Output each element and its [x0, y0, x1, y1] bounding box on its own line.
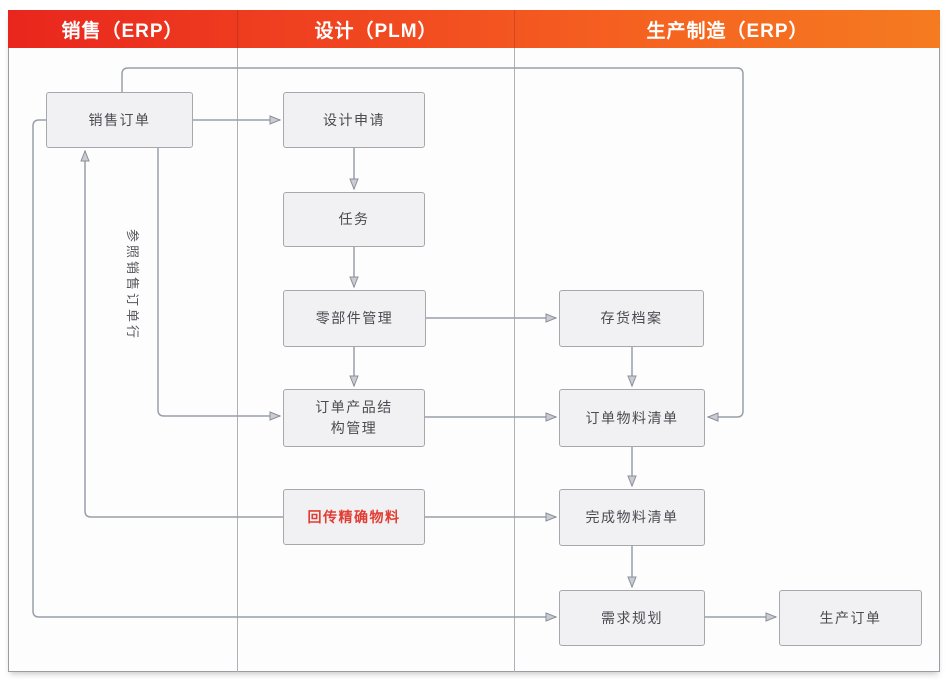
- node-sales-order: 销售订单: [46, 92, 193, 148]
- header-bar: 销售（ERP） 设计（PLM） 生产制造（ERP）: [8, 10, 940, 48]
- node-order-product-structure: 订单产品结 构管理: [283, 389, 425, 447]
- column-divider-design-production: [514, 48, 515, 672]
- node-parts-management: 零部件管理: [283, 290, 426, 347]
- header-column-design-plm: 设计（PLM）: [237, 10, 514, 48]
- header-column-sales-erp: 销售（ERP）: [61, 20, 184, 42]
- node-demand-planning: 需求规划: [559, 590, 705, 646]
- edge-label-reference-sales-order-line: 参照销售订单行: [125, 228, 140, 341]
- node-feedback-accurate-material: 回传精确物料: [283, 489, 425, 545]
- column-divider-sales-design: [237, 48, 238, 672]
- node-design-request: 设计申请: [283, 92, 425, 148]
- node-completed-bom: 完成物料清单: [559, 489, 705, 546]
- node-order-bom: 订单物料清单: [559, 389, 705, 447]
- header-column-production-erp: 生产制造（ERP）: [514, 10, 940, 48]
- node-task: 任务: [283, 192, 425, 247]
- node-inventory-archive: 存货档案: [559, 290, 704, 347]
- node-production-order: 生产订单: [779, 590, 922, 646]
